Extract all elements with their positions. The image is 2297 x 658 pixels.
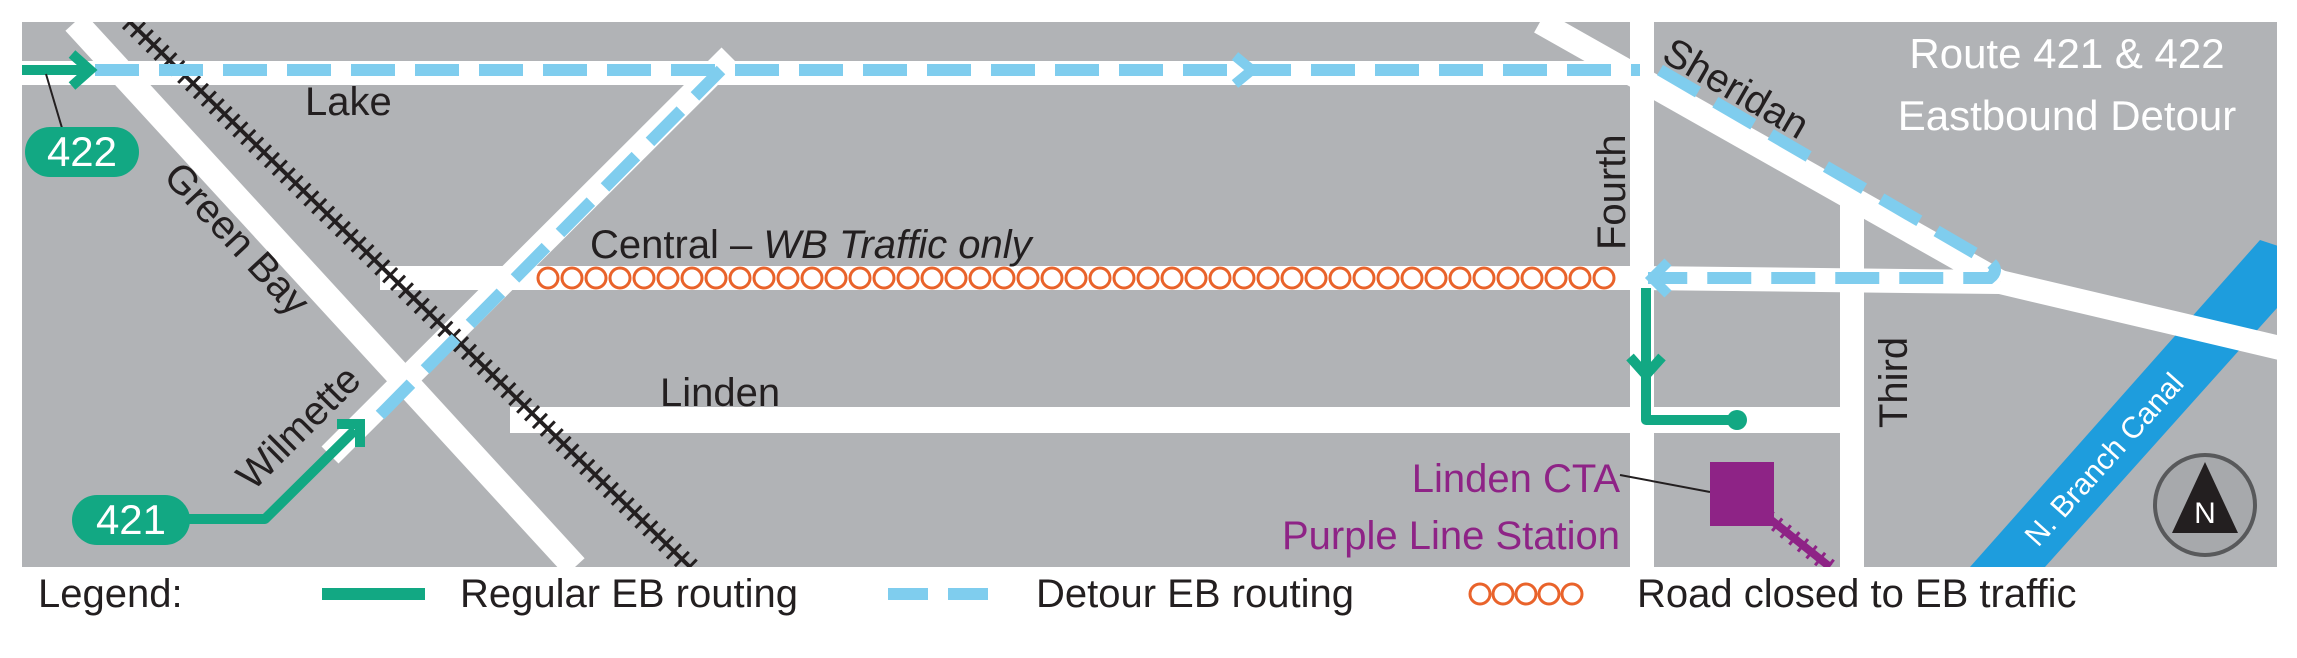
legend-heading: Legend: [38,572,183,616]
svg-text:422: 422 [47,128,117,175]
map-title: Route 421 & 422 Eastbound Detour [1898,30,2237,139]
legend: Legend: Regular EB routing Detour EB rou… [38,572,2077,616]
route-422-leader [45,73,63,129]
cta-station-square-icon [1710,462,1774,526]
detour-arrow-central [1644,258,1672,298]
street-label-central: Central – WB Traffic only [590,223,1035,267]
road-central-east [1639,266,2001,294]
legend-closed-swatch [1468,582,1584,606]
route-421-badge: 421 [72,495,190,545]
road-sheridan [1534,22,2006,293]
station-label-line2: Purple Line Station [1282,514,1620,558]
land-background [22,22,2277,567]
svg-text:421: 421 [96,496,166,543]
road-green-bay [65,22,585,567]
railroad [121,22,698,567]
map-title-line2: Eastbound Detour [1898,92,2237,139]
regular-arrow-fourth [1626,353,1666,383]
closed-road-central [536,266,1616,290]
regular-arrow-422 [68,50,98,90]
street-label-fourth: Fourth [1590,134,1634,250]
street-label-lake: Lake [305,80,392,124]
map-title-line1: Route 421 & 422 [1909,30,2224,77]
regular-route-end-dot [1727,410,1747,430]
station-label-line1: Linden CTA [1412,457,1621,501]
station-leader-line [1619,474,1711,493]
detour-arrow-lake [1231,52,1260,88]
legend-closed-label: Road closed to EB traffic [1637,572,2077,616]
station-label: Linden CTA Purple Line Station [1282,457,1620,558]
north-arrow-icon: N [2153,453,2257,557]
street-label-third: Third [1872,337,1916,428]
street-label-linden: Linden [660,371,780,415]
svg-text:N: N [2194,497,2216,530]
route-422-badge: 422 [25,127,139,177]
detour-route [95,64,2001,420]
road-sheridan-east [1997,270,2277,360]
legend-regular-label: Regular EB routing [460,572,798,616]
regular-arrow-wilmette [337,419,365,447]
legend-detour-label: Detour EB routing [1036,572,1354,616]
